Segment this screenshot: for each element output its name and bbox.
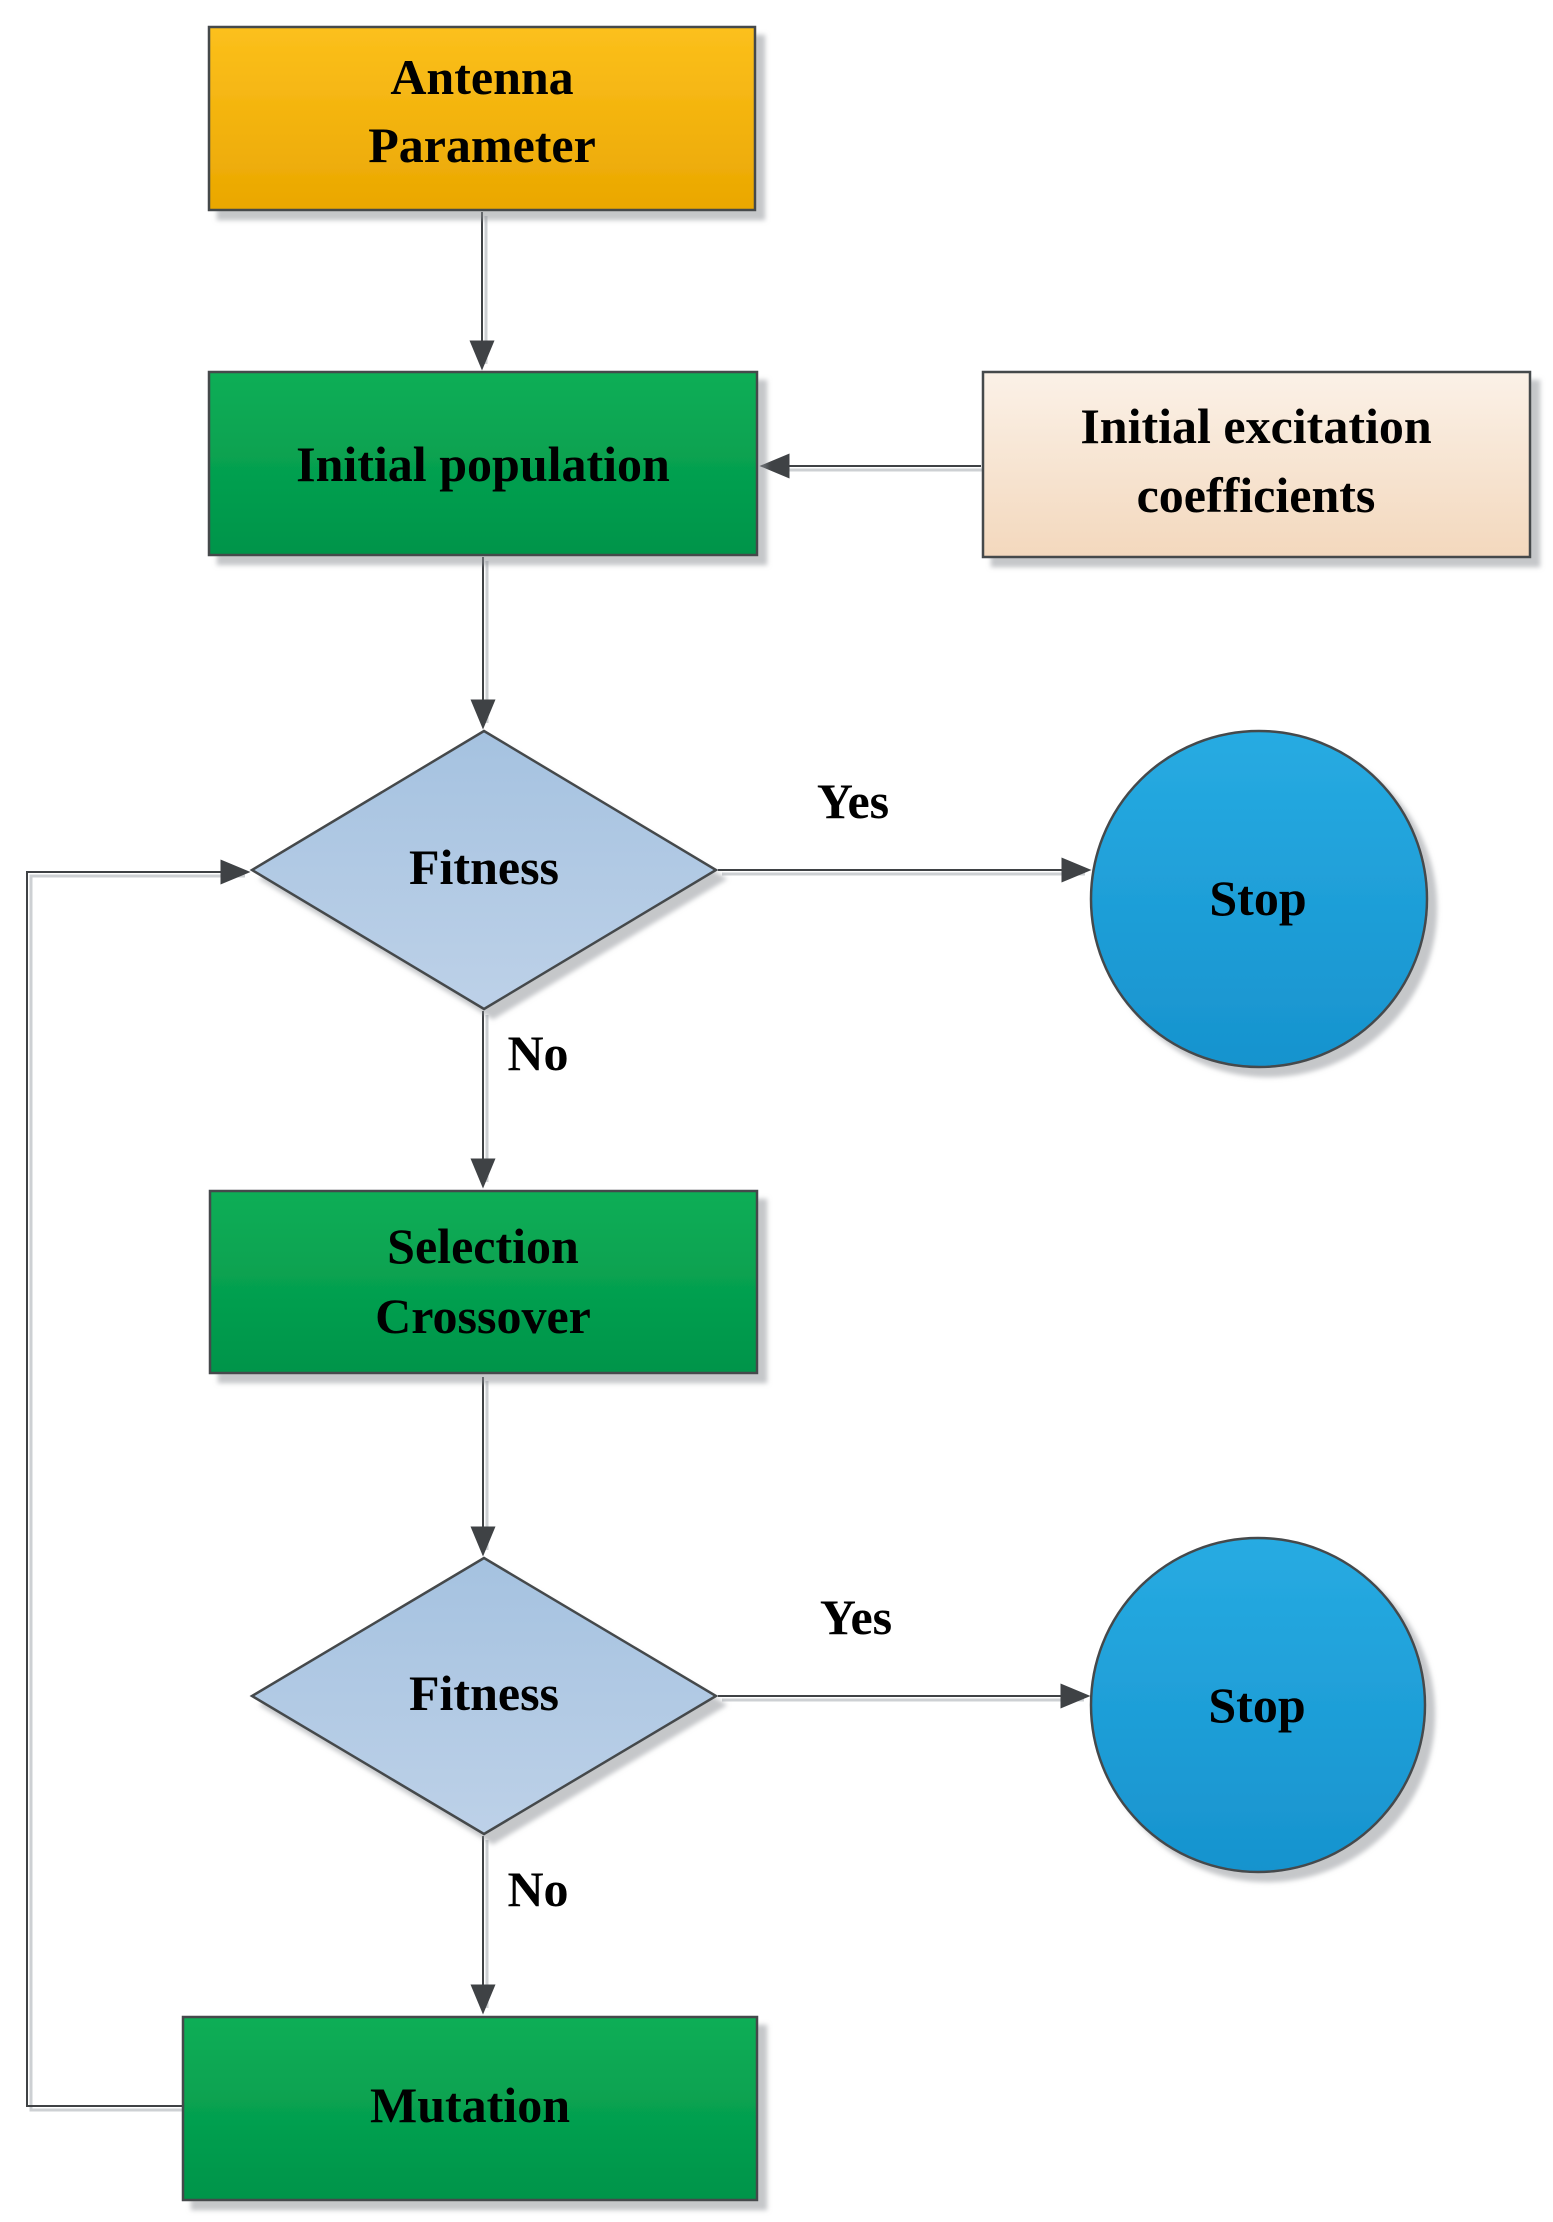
antenna-parameter-box xyxy=(207,25,757,212)
fitness-diamond-2 xyxy=(249,1556,719,1836)
initial-excitation-box xyxy=(981,370,1532,559)
stop-2-label: Stop xyxy=(1208,1677,1305,1733)
stop-circle-2 xyxy=(1089,1536,1427,1874)
edge-fitness1-yes-to-stop1 xyxy=(718,857,1092,883)
antenna-parameter-label-line2: Parameter xyxy=(368,117,596,173)
selection-crossover-box xyxy=(208,1189,759,1375)
edge-fitness2-no-to-mutation xyxy=(470,1836,496,2015)
edge-mutation-loop-to-fitness1 xyxy=(26,859,251,2112)
fitness-2-yes-label: Yes xyxy=(820,1589,892,1645)
edge-population-to-fitness1 xyxy=(470,557,496,730)
selection-crossover-label-line2: Crossover xyxy=(375,1288,591,1344)
edge-antenna-to-population xyxy=(469,212,495,371)
edge-fitness2-yes-to-stop2 xyxy=(718,1683,1091,1709)
antenna-parameter-label-line1: Antenna xyxy=(390,49,573,105)
fitness-1-yes-label: Yes xyxy=(817,773,889,829)
initial-population-label: Initial population xyxy=(296,436,670,492)
initial-excitation-label-line2: coefficients xyxy=(1137,467,1376,523)
edge-selection-to-fitness2 xyxy=(470,1377,496,1557)
fitness-2-no-label: No xyxy=(507,1861,568,1917)
stop-1-label: Stop xyxy=(1209,870,1306,926)
mutation-box xyxy=(181,2015,759,2202)
stop-circle-1 xyxy=(1089,729,1429,1069)
initial-excitation-label-line1: Initial excitation xyxy=(1080,398,1432,454)
fitness-1-label: Fitness xyxy=(409,839,559,895)
selection-crossover-label-line1: Selection xyxy=(387,1218,579,1274)
edge-fitness1-no-to-selection xyxy=(470,1011,496,1189)
edge-excitation-to-population xyxy=(759,453,985,479)
fitness-diamond-1 xyxy=(249,729,719,1011)
initial-population-box xyxy=(207,370,759,557)
fitness-2-label: Fitness xyxy=(409,1665,559,1721)
mutation-label: Mutation xyxy=(370,2077,570,2133)
fitness-1-no-label: No xyxy=(507,1025,568,1081)
